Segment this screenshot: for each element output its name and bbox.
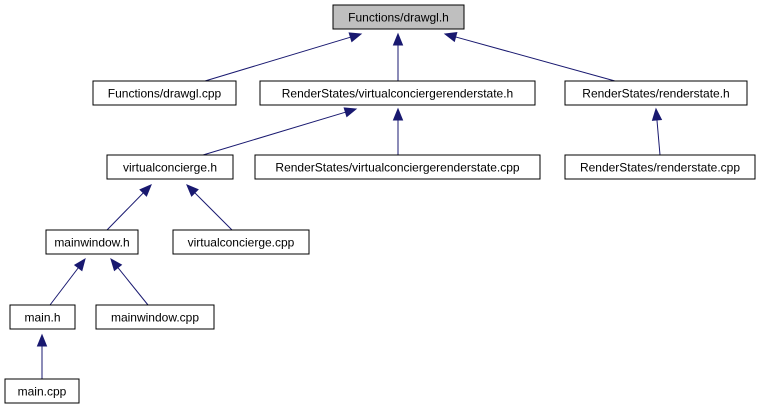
edge-n8-to-n4 (186, 184, 233, 231)
node-label: mainwindow.h (54, 236, 129, 250)
node-label: Functions/drawgl.h (348, 11, 449, 25)
arrowhead-icon (443, 32, 458, 43)
edge-line (656, 119, 661, 156)
node-virtualconciergerenderstate-h[interactable]: RenderStates/virtualconciergerenderstate… (259, 80, 536, 106)
edges-layer (36, 32, 663, 379)
node-mainwindow-cpp[interactable]: mainwindow.cpp (95, 304, 215, 330)
edge-n7-to-n4 (106, 184, 152, 231)
node-mainwindow-h[interactable]: mainwindow.h (45, 229, 139, 255)
edge-line (204, 36, 351, 82)
edge-n5-to-n2 (392, 107, 404, 155)
arrowhead-icon (186, 184, 199, 197)
arrowhead-icon (110, 257, 123, 272)
arrowhead-icon (392, 32, 404, 46)
node-main-h[interactable]: main.h (9, 304, 76, 330)
edge-line (455, 36, 616, 82)
edge-n3-to-n0 (443, 32, 616, 82)
node-functions-drawgl-h[interactable]: Functions/drawgl.h (332, 4, 465, 30)
node-label: RenderStates/renderstate.cpp (580, 161, 740, 175)
node-renderstate-h[interactable]: RenderStates/renderstate.h (564, 80, 748, 106)
edge-n10-to-n7 (110, 257, 149, 306)
edge-n4-to-n2 (202, 107, 358, 156)
node-label: RenderStates/renderstate.h (582, 87, 729, 101)
node-label: Functions/drawgl.cpp (108, 87, 222, 101)
edge-n11-to-n9 (36, 333, 48, 379)
node-label: virtualconcierge.h (123, 161, 217, 175)
edge-n1-to-n0 (204, 32, 363, 82)
node-renderstate-cpp[interactable]: RenderStates/renderstate.cpp (564, 154, 756, 180)
arrowhead-icon (139, 184, 152, 197)
arrowhead-icon (73, 257, 86, 272)
node-functions-drawgl-cpp[interactable]: Functions/drawgl.cpp (92, 80, 237, 106)
edge-n2-to-n0 (392, 32, 404, 81)
node-virtualconcierge-h[interactable]: virtualconcierge.h (106, 154, 234, 180)
node-label: main.h (24, 311, 60, 325)
arrowhead-icon (343, 107, 358, 118)
node-label: RenderStates/virtualconciergerenderstate… (282, 87, 513, 101)
node-virtualconcierge-cpp[interactable]: virtualconcierge.cpp (172, 229, 310, 255)
node-virtualconciergerenderstate-cpp[interactable]: RenderStates/virtualconciergerenderstate… (254, 154, 541, 180)
edge-line (194, 192, 233, 231)
node-label: virtualconcierge.cpp (188, 236, 295, 250)
edge-line (106, 192, 144, 231)
node-main-cpp[interactable]: main.cpp (4, 378, 80, 404)
arrowhead-icon (392, 107, 404, 121)
edge-line (49, 267, 79, 306)
edge-line (202, 111, 346, 156)
edge-n9-to-n7 (49, 257, 86, 306)
arrowhead-icon (651, 107, 663, 121)
arrowhead-icon (36, 333, 48, 347)
node-label: mainwindow.cpp (111, 311, 199, 325)
edge-line (117, 267, 149, 306)
edge-n6-to-n3 (651, 107, 663, 156)
node-label: main.cpp (18, 385, 67, 399)
arrowhead-icon (348, 32, 363, 43)
node-label: RenderStates/virtualconciergerenderstate… (275, 161, 519, 175)
